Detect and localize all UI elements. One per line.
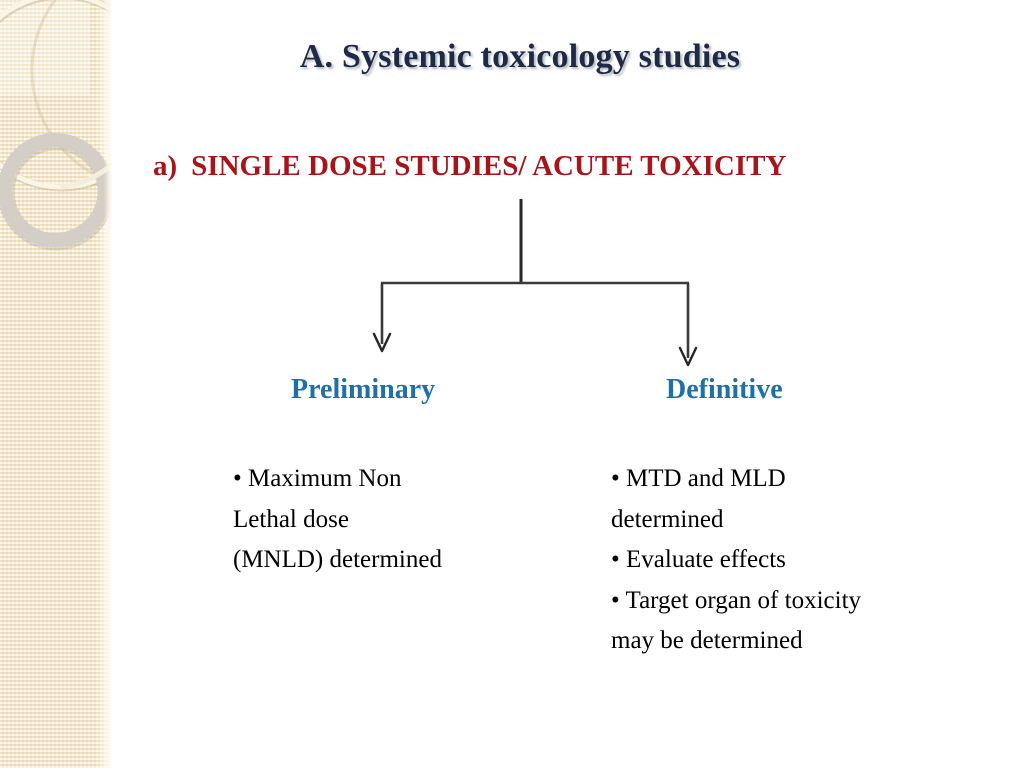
- branch-content-definitive: • MTD and MLD determined • Evaluate effe…: [611, 459, 991, 662]
- arrowhead-left-icon: [372, 332, 392, 353]
- decorative-sidebar: [0, 0, 112, 768]
- bullet-line: • Maximum Non: [233, 465, 402, 492]
- bullet-line: (MNLD) determined: [233, 546, 442, 573]
- branch-content-preliminary: • Maximum Non Lethal dose (MNLD) determi…: [233, 459, 553, 581]
- arrowhead-right-icon: [678, 346, 698, 367]
- bullet-line: may be determined: [611, 627, 803, 654]
- bullet-line: • MTD and MLD: [611, 465, 786, 492]
- section-heading-text: SINGLE DOSE STUDIES/ ACUTE TOXICITY: [191, 150, 787, 182]
- section-heading: a) SINGLE DOSE STUDIES/ ACUTE TOXICITY: [153, 150, 786, 183]
- bullet-line: • Evaluate effects: [611, 546, 786, 573]
- sidebar-corner-tint: [0, 0, 90, 94]
- bullet-line: • Target organ of toxicity: [611, 586, 862, 614]
- page-title: A. Systemic toxicology studies: [299, 38, 741, 75]
- branch-label-preliminary: Preliminary: [291, 374, 436, 405]
- list-marker: a): [153, 150, 178, 182]
- branch-label-definitive: Definitive: [666, 374, 783, 405]
- sidebar-edge-fade: [104, 0, 112, 768]
- bullet-line: determined: [611, 505, 724, 533]
- bullet-line: Lethal dose: [233, 505, 349, 533]
- sidebar-rings-graphic: [0, 0, 112, 251]
